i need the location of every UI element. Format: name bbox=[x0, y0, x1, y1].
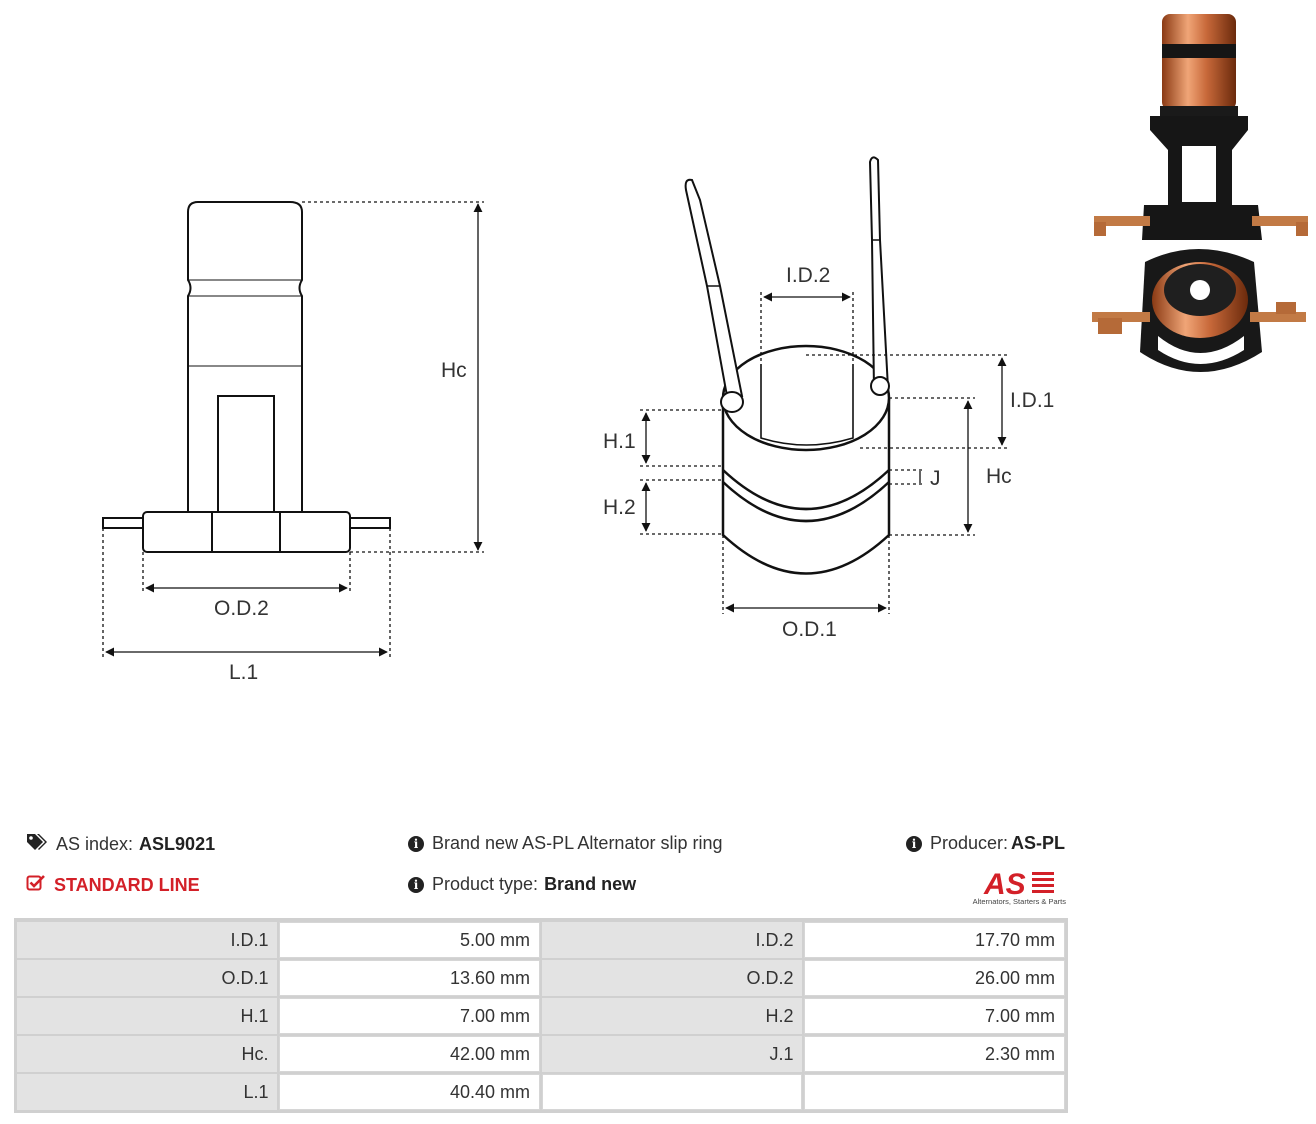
slip-ring-bottom-part bbox=[1092, 249, 1306, 372]
spec-key: O.D.2 bbox=[541, 960, 803, 996]
info-icon: i bbox=[408, 876, 424, 893]
as-pl-logo: AS Alternators, Starters & Parts bbox=[962, 864, 1068, 908]
as-index-label: AS index: bbox=[56, 834, 134, 854]
spec-value: 13.60 mm bbox=[279, 960, 540, 996]
table-row: I.D.1 5.00 mm I.D.2 17.70 mm bbox=[17, 922, 1065, 958]
label-h2: H.2 bbox=[603, 496, 636, 519]
label-id2: I.D.2 bbox=[786, 264, 830, 287]
product-type-value: Brand new bbox=[544, 874, 637, 894]
side-view-drawing bbox=[102, 201, 391, 553]
spec-value: 5.00 mm bbox=[279, 922, 540, 958]
spec-value: 26.00 mm bbox=[804, 960, 1065, 996]
technical-drawings: Hc O.D.2 L.1 I.D.2 bbox=[102, 14, 1308, 684]
table-row: Hc. 42.00 mm J.1 2.30 mm bbox=[17, 1036, 1065, 1072]
isometric-view-dimensions bbox=[640, 292, 1008, 614]
spec-key: J.1 bbox=[541, 1036, 803, 1072]
spec-value-empty bbox=[804, 1074, 1065, 1110]
spec-value: 7.00 mm bbox=[279, 998, 540, 1034]
isometric-view-drawing bbox=[684, 156, 891, 575]
spec-value: 42.00 mm bbox=[279, 1036, 540, 1072]
table-row: L.1 40.40 mm bbox=[17, 1074, 1065, 1110]
label-od1: O.D.1 bbox=[782, 618, 837, 641]
spec-value: 7.00 mm bbox=[804, 998, 1065, 1034]
table-row: H.1 7.00 mm H.2 7.00 mm bbox=[17, 998, 1065, 1034]
label-j: J bbox=[930, 467, 941, 490]
label-l1: L.1 bbox=[229, 661, 258, 684]
tags-icon bbox=[26, 833, 48, 856]
label-od2: O.D.2 bbox=[214, 597, 269, 620]
product-photo bbox=[1092, 14, 1308, 372]
specs-table: I.D.1 5.00 mm I.D.2 17.70 mm O.D.1 13.60… bbox=[15, 920, 1067, 1112]
as-index: AS index: ASL9021 bbox=[26, 833, 215, 856]
product-type: i Product type: Brand new bbox=[408, 874, 636, 895]
checkbox-icon bbox=[26, 874, 46, 897]
as-index-value: ASL9021 bbox=[139, 834, 216, 854]
info-icon: i bbox=[408, 835, 424, 852]
spec-key: I.D.1 bbox=[17, 922, 278, 958]
logo-mark: AS bbox=[983, 868, 1026, 901]
label-id1: I.D.1 bbox=[1010, 389, 1054, 412]
spec-key-empty bbox=[541, 1074, 803, 1110]
producer: i Producer: AS-PL bbox=[906, 833, 1065, 854]
label-h1: H.1 bbox=[603, 430, 636, 453]
table-row: O.D.1 13.60 mm O.D.2 26.00 mm bbox=[17, 960, 1065, 996]
producer-value: AS-PL bbox=[1011, 833, 1066, 853]
description-text: Brand new AS-PL Alternator slip ring bbox=[432, 833, 723, 853]
spec-key: Hc. bbox=[17, 1036, 278, 1072]
product-line-label: STANDARD LINE bbox=[54, 875, 200, 895]
producer-label: Producer: bbox=[930, 833, 1009, 853]
description: i Brand new AS-PL Alternator slip ring bbox=[408, 833, 723, 854]
spec-key: H.2 bbox=[541, 998, 803, 1034]
spec-value: 2.30 mm bbox=[804, 1036, 1065, 1072]
spec-value: 17.70 mm bbox=[804, 922, 1065, 958]
label-hc-right: Hc bbox=[986, 465, 1012, 488]
spec-key: L.1 bbox=[17, 1074, 278, 1110]
slip-ring-top-part bbox=[1094, 14, 1308, 240]
logo-tagline: Alternators, Starters & Parts bbox=[973, 897, 1067, 906]
spec-key: I.D.2 bbox=[541, 922, 803, 958]
info-icon: i bbox=[906, 835, 922, 852]
spec-key: H.1 bbox=[17, 998, 278, 1034]
spec-key: O.D.1 bbox=[17, 960, 278, 996]
label-hc-left: Hc bbox=[441, 359, 467, 382]
product-type-label: Product type: bbox=[432, 874, 539, 894]
product-line: STANDARD LINE bbox=[26, 874, 200, 897]
side-view-dimensions bbox=[102, 201, 484, 658]
spec-value: 40.40 mm bbox=[279, 1074, 540, 1110]
